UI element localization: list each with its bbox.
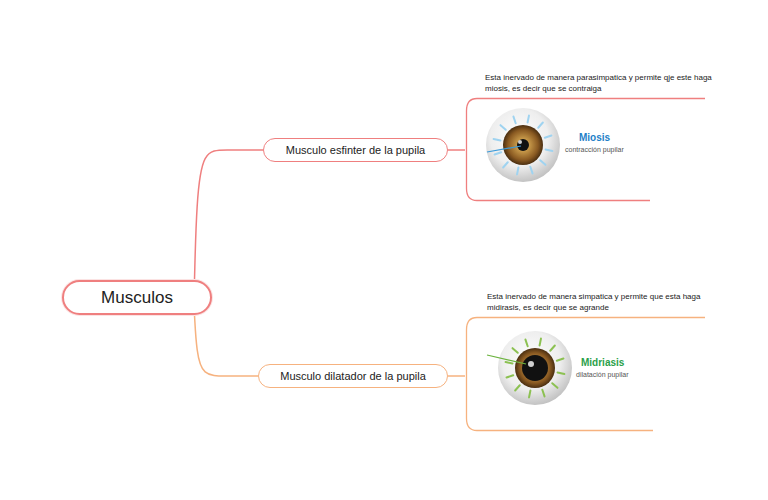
spike [542,390,544,397]
spike [540,339,541,346]
spike [550,346,555,351]
note-text: Esta inervado de manera parasimpatica y … [485,73,713,94]
spike [517,168,518,175]
spike [529,391,530,398]
illustration-title: Midriasis [581,357,624,368]
spike [515,385,520,390]
branch-box: Musculo dilatador de la pupila [258,364,448,388]
bracket-line [467,99,706,201]
branch-box: Musculo esfinter de la pupila [263,138,448,162]
spike [528,116,529,123]
branch-connector [448,149,465,151]
spike [558,373,565,374]
miosis-eye [486,108,560,182]
spike [503,162,508,167]
spike [538,123,543,128]
spike [546,150,553,151]
spike [552,383,557,388]
illustration-subtitle: dilatación pupilar [576,371,629,378]
spike [494,139,501,140]
spike [513,117,515,124]
spike [501,125,506,130]
bracket-line [467,318,706,431]
midriasis-eye [487,331,572,405]
spike [513,348,518,353]
spike [557,358,564,360]
branch-connector [195,315,259,376]
spike [495,152,502,154]
root-node: Musculos [62,280,212,315]
spike [530,167,532,174]
branch-text: Musculo dilatador de la pupila [280,370,426,382]
spike [525,340,527,347]
root-text: Musculos [101,288,173,308]
spike [507,375,514,377]
branch-connector [448,375,465,377]
branch-text: Musculo esfinter de la pupila [286,144,425,156]
illustration-subtitle: contracción pupilar [565,146,624,153]
branch-connector [195,150,264,280]
spike [545,135,552,137]
illustration-title: Miosis [579,132,610,143]
spike [540,160,545,165]
note-text: Esta inervado de manera simpatica y perm… [487,292,715,313]
spike [506,362,513,363]
